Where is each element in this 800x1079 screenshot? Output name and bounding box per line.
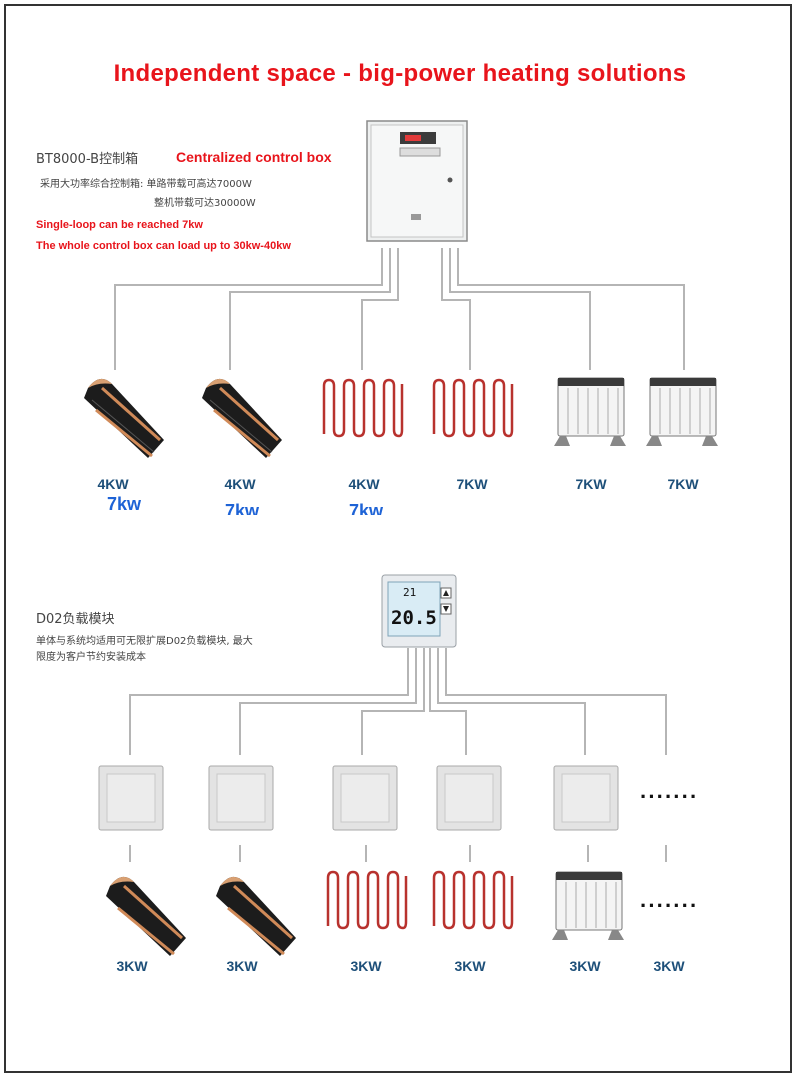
wire-top-1 — [114, 248, 383, 370]
control-box — [366, 120, 468, 242]
wire-bottom-3 — [361, 648, 425, 755]
wire-bottom-2 — [239, 648, 417, 755]
load-power-label: 4KW — [97, 476, 129, 492]
radiator-icon — [646, 377, 718, 446]
load-power-label: 3KW — [454, 958, 486, 974]
load-power-label: 3KW — [350, 958, 382, 974]
whole-box-note: The whole control box can load up to 30k… — [36, 240, 291, 252]
radiator-icon — [552, 871, 624, 940]
heating-film-icon — [84, 378, 164, 458]
control-box-model: BT8000-B控制箱 — [36, 152, 139, 167]
load-module-desc-1: 单体与系统均适用可无限扩展D02负载模块, 最大 — [36, 636, 253, 647]
page-title: Independent space - big-power heating so… — [113, 60, 687, 87]
page-frame — [4, 4, 792, 1073]
wire-bottom-6 — [445, 648, 667, 755]
wire-top-4 — [441, 248, 471, 370]
wire-top-3 — [361, 248, 399, 370]
wire-top-6 — [457, 248, 685, 370]
single-loop-note: Single-loop can be reached 7kw — [36, 219, 203, 231]
load-module-desc-2: 限度为客户节约安装成本 — [36, 652, 146, 663]
heating-cable-icon — [432, 870, 514, 930]
wire-bottom-4 — [429, 648, 467, 755]
load-power-label: 7KW — [456, 476, 488, 492]
heating-cable-icon — [432, 378, 514, 438]
wire-top-5 — [449, 248, 591, 370]
wire-top-2 — [229, 248, 391, 370]
load-power-label: 7KW — [667, 476, 699, 492]
load-module-switch — [436, 765, 502, 831]
more-modules-ellipsis: ······· — [640, 784, 699, 809]
load-power-label: 7KW — [575, 476, 607, 492]
heating-film-icon — [106, 876, 186, 956]
heating-film-icon — [216, 876, 296, 956]
load-power-label: 3KW — [569, 958, 601, 974]
alt-power-label: 7kw — [106, 494, 142, 514]
alt-power-label: 7kw — [348, 501, 384, 515]
heating-film-icon — [202, 378, 282, 458]
thermostat-small-temp: 21 — [403, 586, 416, 599]
thermostat-device: 21 20.5 — [381, 574, 457, 648]
load-module-model: D02负载模块 — [36, 612, 115, 627]
wire-bottom-5 — [437, 648, 586, 755]
load-module-switch — [553, 765, 619, 831]
control-box-desc-1: 采用大功率综合控制箱: 单路带载可高达7000W — [40, 179, 252, 190]
load-power-label: 3KW — [226, 958, 258, 974]
load-module-switch — [332, 765, 398, 831]
load-module-switch — [208, 765, 274, 831]
control-box-label: Centralized control box — [176, 149, 332, 165]
heating-cable-icon — [326, 870, 408, 930]
heating-cable-icon — [322, 378, 404, 438]
load-power-label: 4KW — [348, 476, 380, 492]
wire-bottom-1 — [129, 648, 409, 755]
load-power-label: 4KW — [224, 476, 256, 492]
load-power-label: 3KW — [653, 958, 685, 974]
radiator-icon — [554, 377, 626, 446]
load-power-label: 3KW — [116, 958, 148, 974]
more-loads-ellipsis: ······· — [640, 893, 699, 918]
control-box-desc-2: 整机带载可达30000W — [154, 198, 256, 209]
load-module-switch — [98, 765, 164, 831]
thermostat-big-temp: 20.5 — [391, 607, 437, 629]
alt-power-label: 7kw — [224, 501, 260, 515]
